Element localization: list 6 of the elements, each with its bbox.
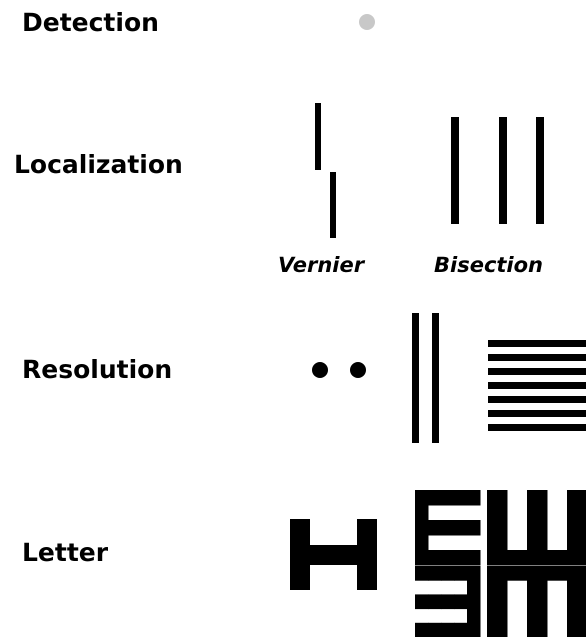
row-label: Localization: [14, 152, 183, 177]
stimulus-caption: Bisection: [434, 255, 544, 276]
row-label: Detection: [22, 10, 159, 35]
stimulus-caption: Vernier: [278, 255, 364, 276]
row-label: Letter: [22, 540, 108, 565]
row-label: Resolution: [22, 357, 172, 382]
